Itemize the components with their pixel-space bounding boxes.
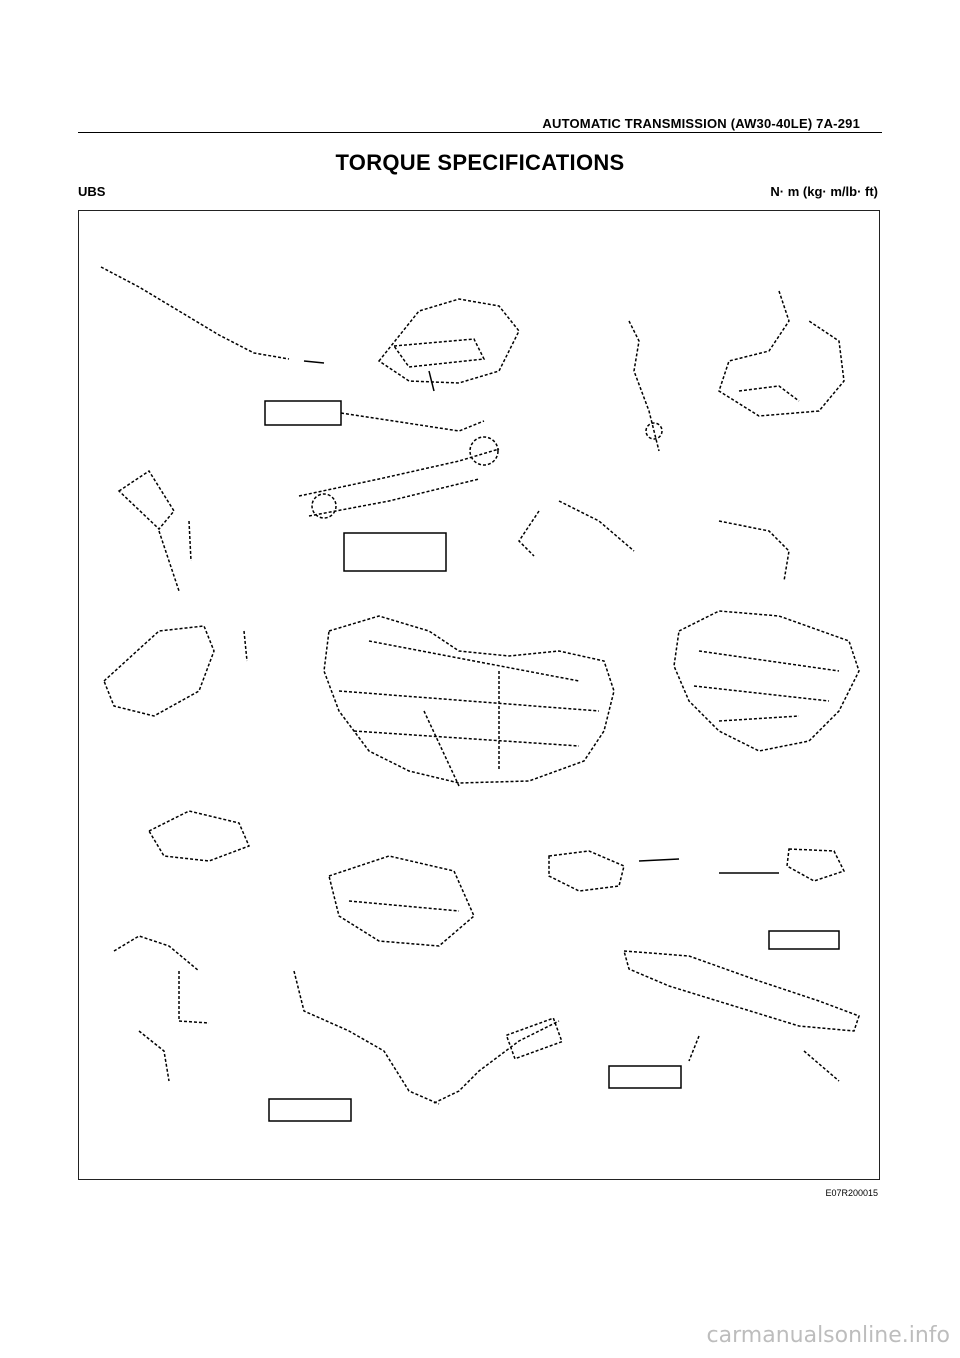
watermark: carmanualsonline.info	[706, 1323, 950, 1348]
units-label: N· m (kg· m/lb· ft)	[770, 184, 878, 199]
oil-pan	[328, 855, 475, 947]
bracket-left	[117, 469, 192, 592]
control-rod	[298, 412, 500, 519]
page-title: TORQUE SPECIFICATIONS	[335, 150, 625, 175]
valve-body-upper-right	[718, 290, 845, 417]
torque-box-5	[268, 1098, 352, 1122]
torque-diagram	[78, 210, 880, 1180]
model-label: UBS	[78, 184, 106, 199]
shift-lever-assembly	[377, 298, 520, 392]
torque-box-3	[608, 1065, 682, 1089]
oil-filler-tube	[293, 970, 563, 1105]
oil-cooler-pipe	[113, 935, 210, 1082]
cooler-line	[518, 500, 790, 582]
running-title: AUTOMATIC TRANSMISSION (AW30-40LE) 7A-29…	[542, 116, 860, 131]
torque-box-4	[768, 930, 840, 950]
torque-box-1	[264, 400, 342, 426]
torque-box-2	[343, 532, 447, 572]
transmission-case	[323, 615, 615, 787]
figure-code: E07R200015	[825, 1188, 878, 1198]
dust-cover	[147, 810, 251, 862]
page-header: AUTOMATIC TRANSMISSION (AW30-40LE) 7A-29…	[78, 116, 882, 133]
neutral-start-switch	[628, 320, 663, 452]
engine-mount-rear	[719, 848, 846, 882]
exploded-view-drawing	[100, 266, 860, 1122]
mount-bracket	[103, 625, 248, 717]
select-cable	[100, 266, 325, 364]
speed-sensor	[548, 850, 680, 892]
valve-body	[673, 610, 860, 752]
rear-crossmember	[622, 950, 860, 1082]
